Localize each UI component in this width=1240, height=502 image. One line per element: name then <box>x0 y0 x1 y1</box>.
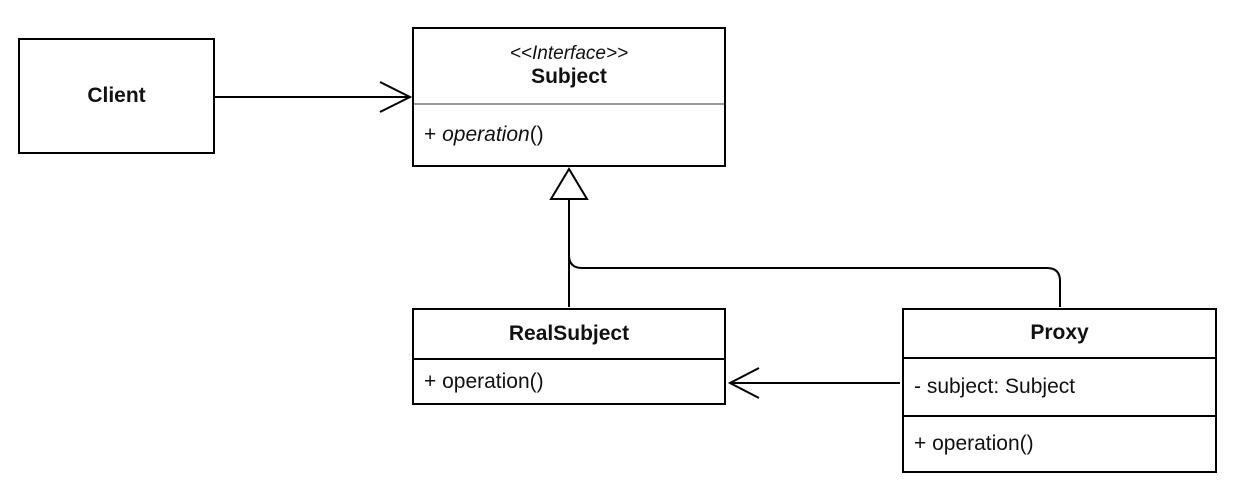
class-name-realsubject: RealSubject <box>508 321 630 345</box>
subject-method-compartment: + operation() <box>414 103 724 165</box>
proxy-method-compartment: + operation() <box>904 415 1215 471</box>
class-box-client: Client <box>18 38 215 154</box>
subject-method-name: operation <box>442 123 530 147</box>
class-box-subject: <<Interface>> Subject + operation() <box>412 27 726 167</box>
proxy-attribute-subject: - subject: Subject <box>914 375 1076 399</box>
class-name-client: Client <box>87 83 146 107</box>
realsubject-method-compartment: + operation() <box>414 358 724 403</box>
proxy-title-compartment: Proxy <box>904 310 1215 357</box>
generalization-proxy-to-subject-line <box>568 230 1061 307</box>
proxy-attribute-compartment: - subject: Subject <box>904 357 1215 415</box>
realsubject-method-operation: + operation() <box>424 369 544 393</box>
class-name-proxy: Proxy <box>1030 321 1089 345</box>
open-arrowhead-icon <box>727 367 760 399</box>
open-arrowhead-icon <box>379 81 413 113</box>
subject-title-compartment: <<Interface>> Subject <box>414 29 724 103</box>
realsubject-title-compartment: RealSubject <box>414 310 724 358</box>
subject-stereotype: <<Interface>> <box>509 42 629 64</box>
subject-method-params: () <box>529 123 544 147</box>
class-name-subject: Subject <box>531 65 607 89</box>
class-box-proxy: Proxy - subject: Subject + operation() <box>902 308 1217 473</box>
class-box-realsubject: RealSubject + operation() <box>412 308 726 405</box>
subject-method-operation: + operation() <box>424 122 544 147</box>
subject-method-visibility: + <box>424 123 443 147</box>
hollow-triangle-arrowhead-icon <box>549 167 589 200</box>
proxy-method-operation: + operation() <box>914 432 1034 456</box>
